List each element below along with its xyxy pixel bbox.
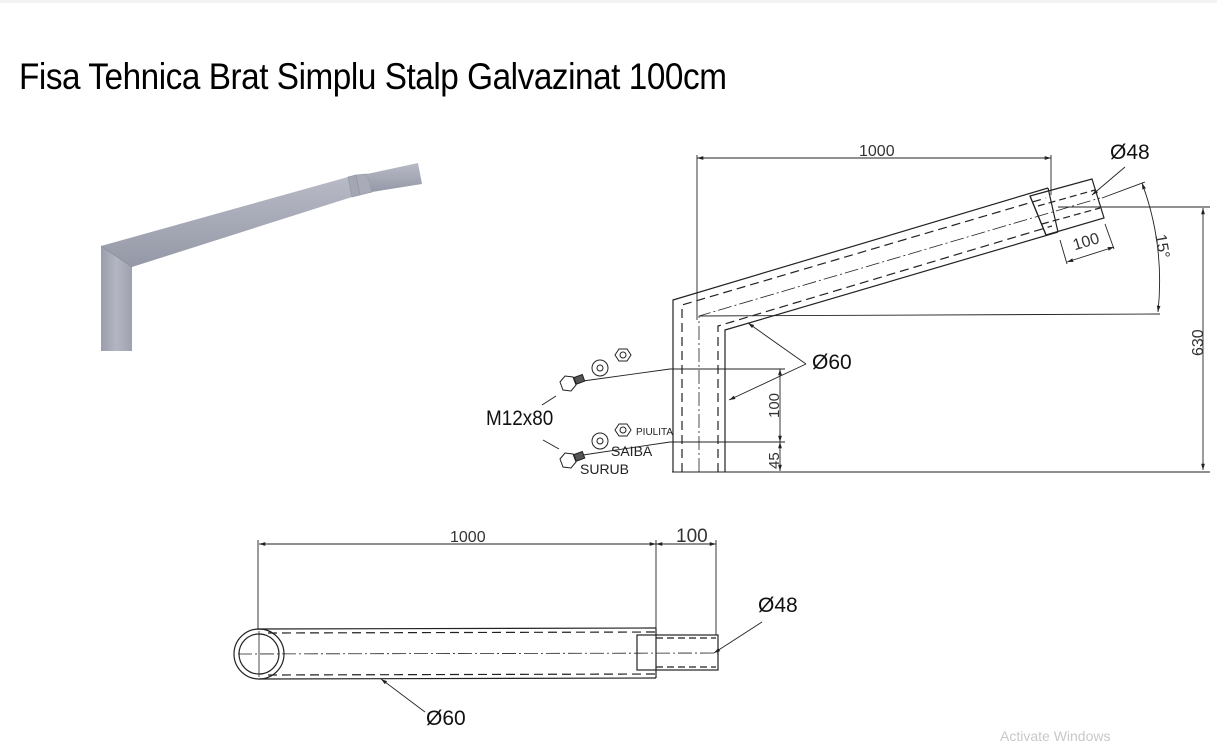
bolt-spec-label: M12x80 [486, 407, 554, 430]
top-dim-sleeve-diameter: Ø48 [758, 594, 798, 617]
arm-3d-render [100, 163, 422, 351]
side-dim-bolt-spacing: 100 [766, 392, 783, 418]
washer-label: SAIBA [611, 443, 653, 459]
side-view-dimensions [582, 155, 1205, 471]
watermark-text: Activate Windows [1000, 728, 1111, 744]
bolt-icon-top [559, 373, 586, 392]
top-view-dimensions [257, 540, 763, 713]
side-dim-bolt-offset: 45 [766, 452, 783, 469]
page-title: Fisa Tehnica Brat Simplu Stalp Galvazina… [19, 56, 727, 97]
nut-label: PIULITA [636, 427, 674, 438]
side-dim-length: 1000 [859, 143, 895, 160]
bolt-icon-bottom [559, 450, 586, 469]
washer-icon-bottom [591, 432, 609, 450]
nut-icon-top [614, 348, 632, 362]
side-dim-height: 630 [1190, 329, 1207, 356]
top-border [0, 0, 1217, 3]
bolt-label: SURUB [580, 461, 630, 477]
side-view-drawing [672, 178, 1210, 473]
top-dim-sleeve-length: 100 [676, 526, 708, 547]
top-dim-length: 1000 [450, 529, 486, 546]
top-dim-outer-diameter: Ø60 [426, 707, 466, 730]
side-dim-sleeve-diameter: Ø48 [1110, 141, 1150, 164]
hardware-group [541, 348, 632, 469]
nut-icon-bottom [614, 423, 632, 437]
side-dim-outer-diameter: Ø60 [812, 351, 852, 374]
washer-icon-top [591, 359, 609, 377]
top-view-drawing [233, 627, 719, 680]
